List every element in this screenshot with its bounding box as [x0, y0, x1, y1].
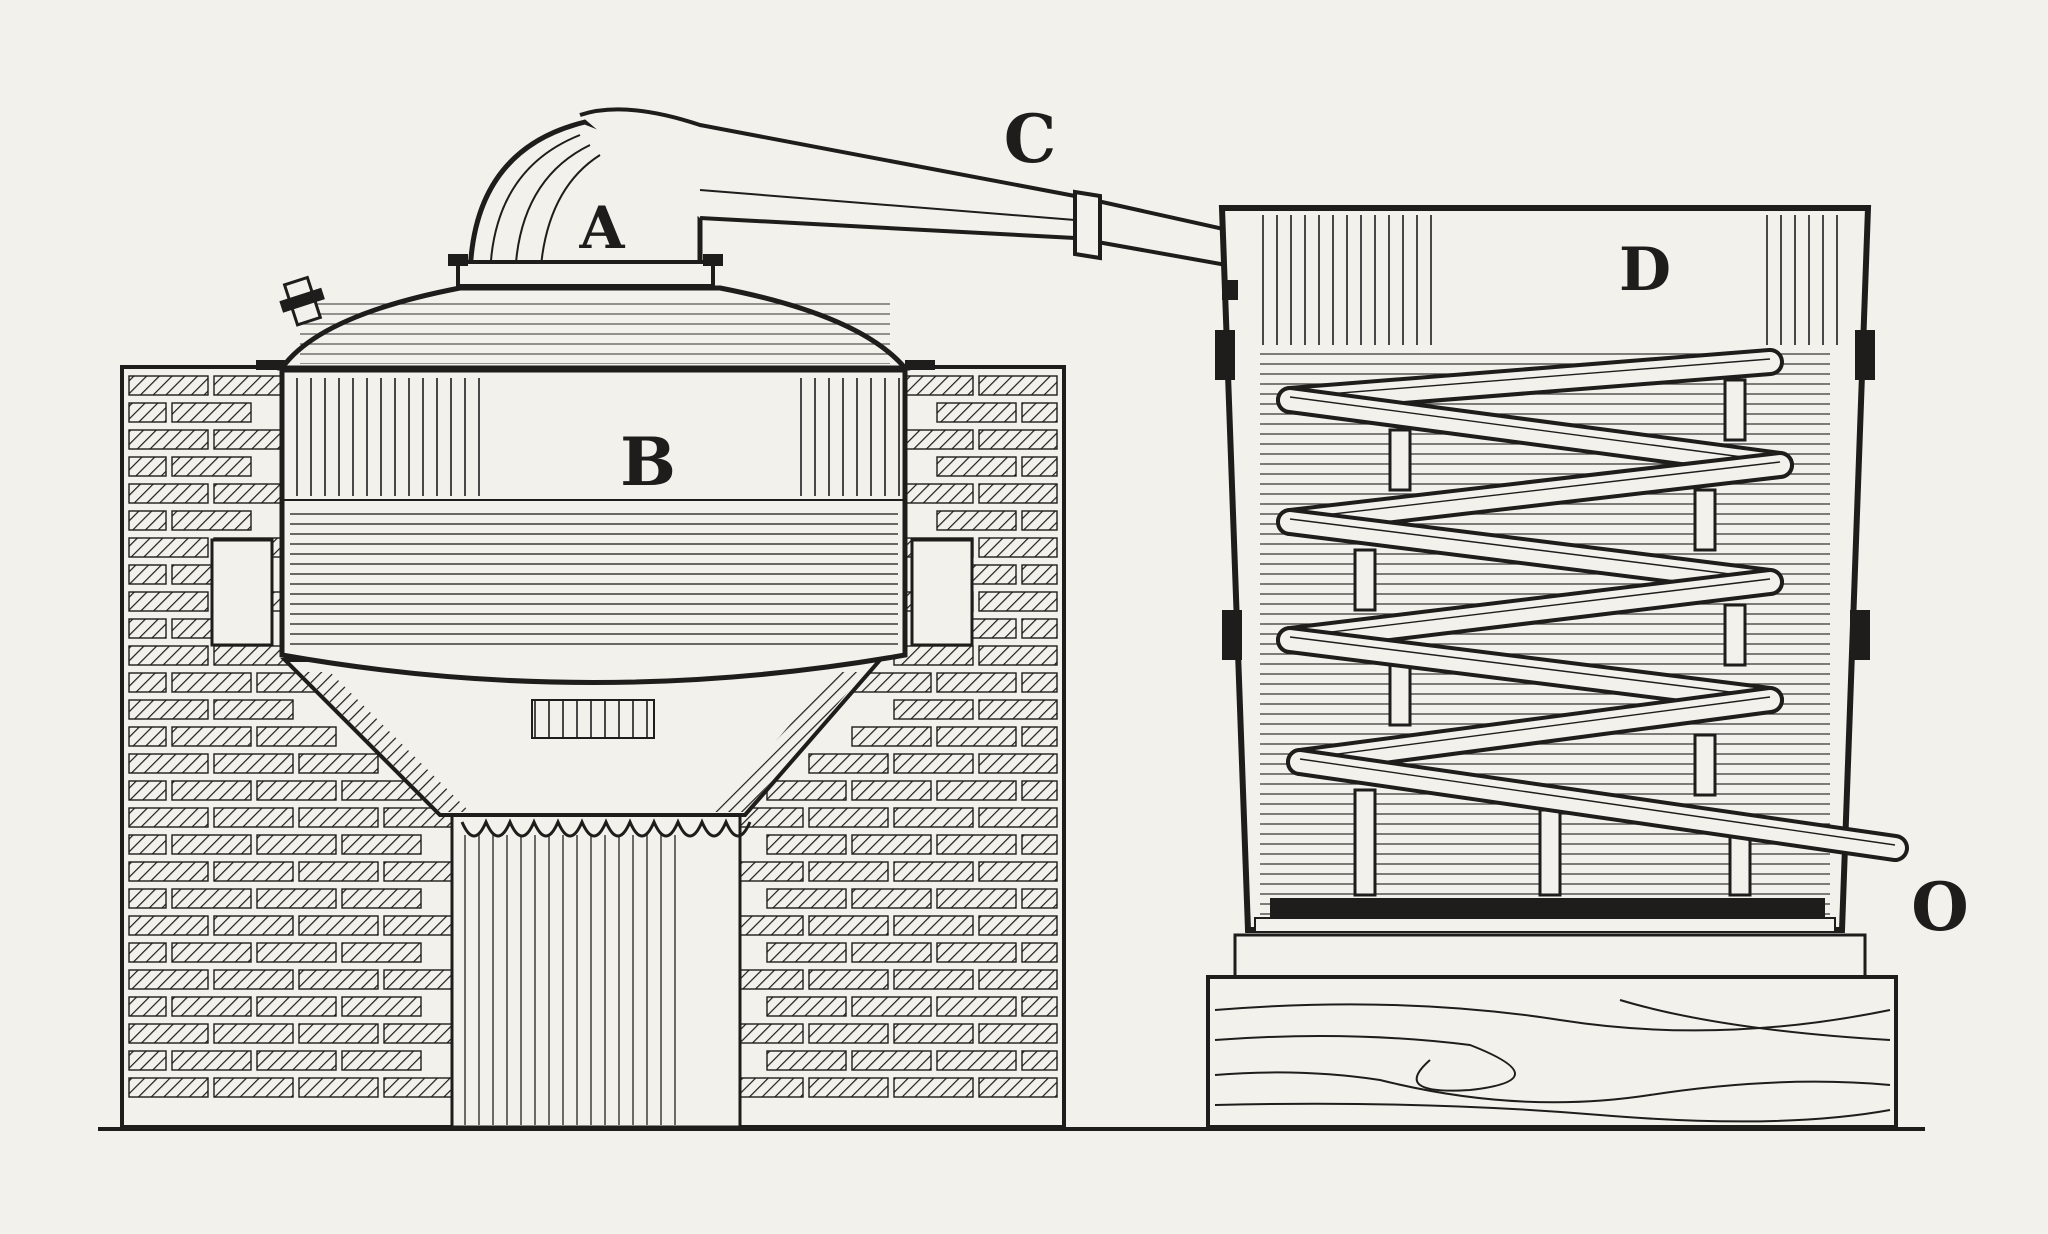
brick-rows	[128, 375, 1058, 1098]
filling-plug	[279, 275, 325, 327]
pipe-socket	[1073, 189, 1102, 261]
label-tub: D	[1619, 235, 1671, 305]
label-outlet: O	[1911, 868, 1969, 946]
helmet-base	[456, 260, 715, 288]
boiler	[256, 275, 935, 838]
wood-grain	[1214, 999, 1891, 1123]
label-boiler: B	[620, 423, 676, 501]
worm-supports	[1353, 378, 1752, 897]
flue-left	[210, 538, 274, 647]
worm-coil	[1276, 348, 1909, 862]
label-helmet: A	[578, 194, 625, 262]
tub-hoop	[1215, 330, 1235, 380]
firebox-shading	[460, 835, 680, 1125]
flame-edge	[460, 818, 752, 838]
worm-tub	[1206, 205, 1909, 1129]
flue-right	[910, 538, 974, 647]
tub-bottom	[1270, 898, 1825, 918]
tub-stand-top	[1233, 933, 1867, 979]
boiler-drain	[531, 699, 655, 739]
label-neck: C	[1004, 100, 1057, 178]
